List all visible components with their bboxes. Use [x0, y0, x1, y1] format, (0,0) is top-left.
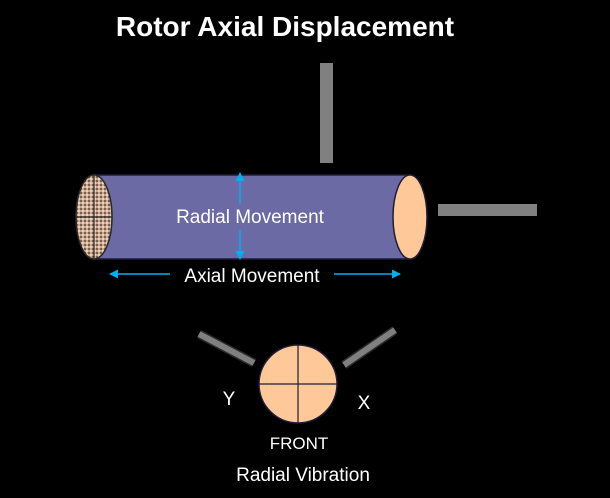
y-probe-fill — [197, 331, 256, 366]
radial-movement-label: Radial Movement — [176, 207, 325, 228]
y-probe-label: Y — [223, 389, 236, 410]
axial-probe-horizontal — [438, 204, 537, 216]
radial-label-backdrop — [166, 204, 334, 230]
diagram-title: Rotor Axial Displacement — [116, 11, 454, 42]
rotor-right-end-face — [392, 174, 428, 260]
radial-vibration-label: Radial Vibration — [236, 465, 370, 486]
x-probe-label: X — [358, 393, 371, 414]
radial-probe-vertical — [320, 63, 333, 163]
axial-movement-label: Axial Movement — [184, 266, 320, 287]
x-probe-fill — [342, 327, 397, 368]
front-label: FRONT — [270, 434, 329, 453]
